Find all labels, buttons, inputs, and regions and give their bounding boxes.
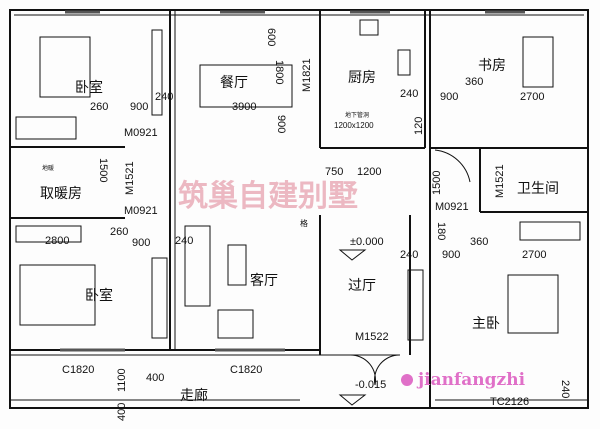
dimension-label: M0921 xyxy=(435,201,469,213)
wardrobe-master xyxy=(519,221,581,241)
dimension-label: 格 xyxy=(300,218,308,228)
dimension-label: C1820 xyxy=(62,364,94,376)
outer-wall xyxy=(9,9,589,409)
room-label-study: 书房 xyxy=(478,58,506,74)
dimension-label: M1821 xyxy=(301,58,313,92)
cabinet-master xyxy=(407,269,424,341)
stove xyxy=(359,19,379,36)
room-label-dining: 餐厅 xyxy=(220,75,248,91)
room-label-living: 客厅 xyxy=(250,272,278,289)
study-desk xyxy=(522,36,554,88)
door-swing xyxy=(434,149,471,183)
dimension-label: 600 xyxy=(265,28,277,46)
dimension-label: 240 xyxy=(155,91,173,103)
dimension-label: 900 xyxy=(132,237,150,249)
dimension-labels: 260 900 240 M0921 600 1800 3900 900 M182… xyxy=(42,28,571,421)
bed-sw xyxy=(19,264,96,326)
bed-master xyxy=(507,274,559,334)
dimension-label: ±0.000 xyxy=(350,236,384,248)
dimension-label: 900 xyxy=(130,101,148,113)
dimension-label: 240 xyxy=(559,380,571,398)
room-label-hall: 过厅 xyxy=(348,278,376,294)
room-label-kitchen: 厨房 xyxy=(348,70,376,86)
cabinet xyxy=(151,29,163,116)
room-labels: 卧室 餐厅 厨房 书房 取暖房 卫生间 卧室 客厅 过厅 主卧 走廊 xyxy=(40,58,559,404)
dimension-label: 2700 xyxy=(520,91,544,103)
dimension-label: 360 xyxy=(465,76,483,88)
level-marker-out xyxy=(338,394,367,406)
dining-table xyxy=(199,64,293,108)
sink xyxy=(397,49,411,76)
dimension-label: 260 xyxy=(90,101,108,113)
dimension-label: 1200 xyxy=(357,166,381,178)
dimension-label: 240 xyxy=(175,235,193,247)
dimension-label: 120 xyxy=(413,117,425,135)
dimension-label: C1820 xyxy=(230,364,262,376)
entry-door-swing xyxy=(349,354,401,386)
dimension-label: 1500 xyxy=(97,158,109,182)
room-label-bedroom-nw: 卧室 xyxy=(75,79,103,96)
dimension-label: 2700 xyxy=(522,249,546,261)
dimension-label: M1521 xyxy=(124,161,136,195)
dimension-label: 240 xyxy=(400,88,418,100)
room-label-bedroom-sw: 卧室 xyxy=(85,287,113,304)
dimension-label: 1500 xyxy=(431,171,443,195)
dimension-label: 2800 xyxy=(45,235,69,247)
dimension-label: M1521 xyxy=(494,164,506,198)
room-label-master: 主卧 xyxy=(472,316,500,332)
dimension-label: -0.015 xyxy=(355,379,386,391)
windows xyxy=(60,10,525,352)
dimension-label: 900 xyxy=(275,115,287,133)
furniture xyxy=(15,19,581,406)
dimension-label: M1522 xyxy=(355,331,389,343)
dimension-label: 260 xyxy=(110,226,128,238)
room-label-bathroom: 卫生间 xyxy=(517,181,559,197)
watermark-en: jianfangzhi xyxy=(416,370,526,390)
coffee-table xyxy=(227,244,247,286)
dimension-label: 400 xyxy=(146,372,164,384)
dimension-label: 180 xyxy=(435,222,447,240)
dimension-label: 900 xyxy=(440,91,458,103)
dimension-label: 1800 xyxy=(273,60,285,84)
armchair xyxy=(217,309,254,339)
dimension-label: 地暖 xyxy=(42,164,54,172)
cabinet-sw xyxy=(151,257,168,339)
dimension-label: 900 xyxy=(442,249,460,261)
bed-nw xyxy=(39,36,91,98)
level-marker-in xyxy=(338,249,367,261)
wardrobe-sw xyxy=(15,225,82,243)
sofa xyxy=(184,225,211,307)
dimension-label: M0921 xyxy=(124,205,158,217)
watermark-cn: 筑巢自建别墅 xyxy=(178,179,358,214)
dimension-label: 1200x1200 xyxy=(334,121,374,130)
watermarks: 筑巢自建别墅 jianfangzhi xyxy=(178,179,526,390)
dimension-label: 240 xyxy=(400,249,418,261)
dimension-label: 3900 xyxy=(232,101,256,113)
dimension-label: 400 xyxy=(116,403,128,421)
dimension-label: TC2126 xyxy=(490,396,529,408)
wechat-icon xyxy=(401,374,413,386)
dimension-label: M0921 xyxy=(124,127,158,139)
dimension-label: 360 xyxy=(470,236,488,248)
dimension-label: 1100 xyxy=(116,368,128,392)
wardrobe-nw xyxy=(15,116,77,140)
room-label-corridor: 走廊 xyxy=(180,387,208,404)
room-label-heating: 取暖房 xyxy=(40,186,82,202)
dimension-label: 750 xyxy=(325,166,343,178)
dimension-label: 地下管洞 xyxy=(345,111,369,119)
